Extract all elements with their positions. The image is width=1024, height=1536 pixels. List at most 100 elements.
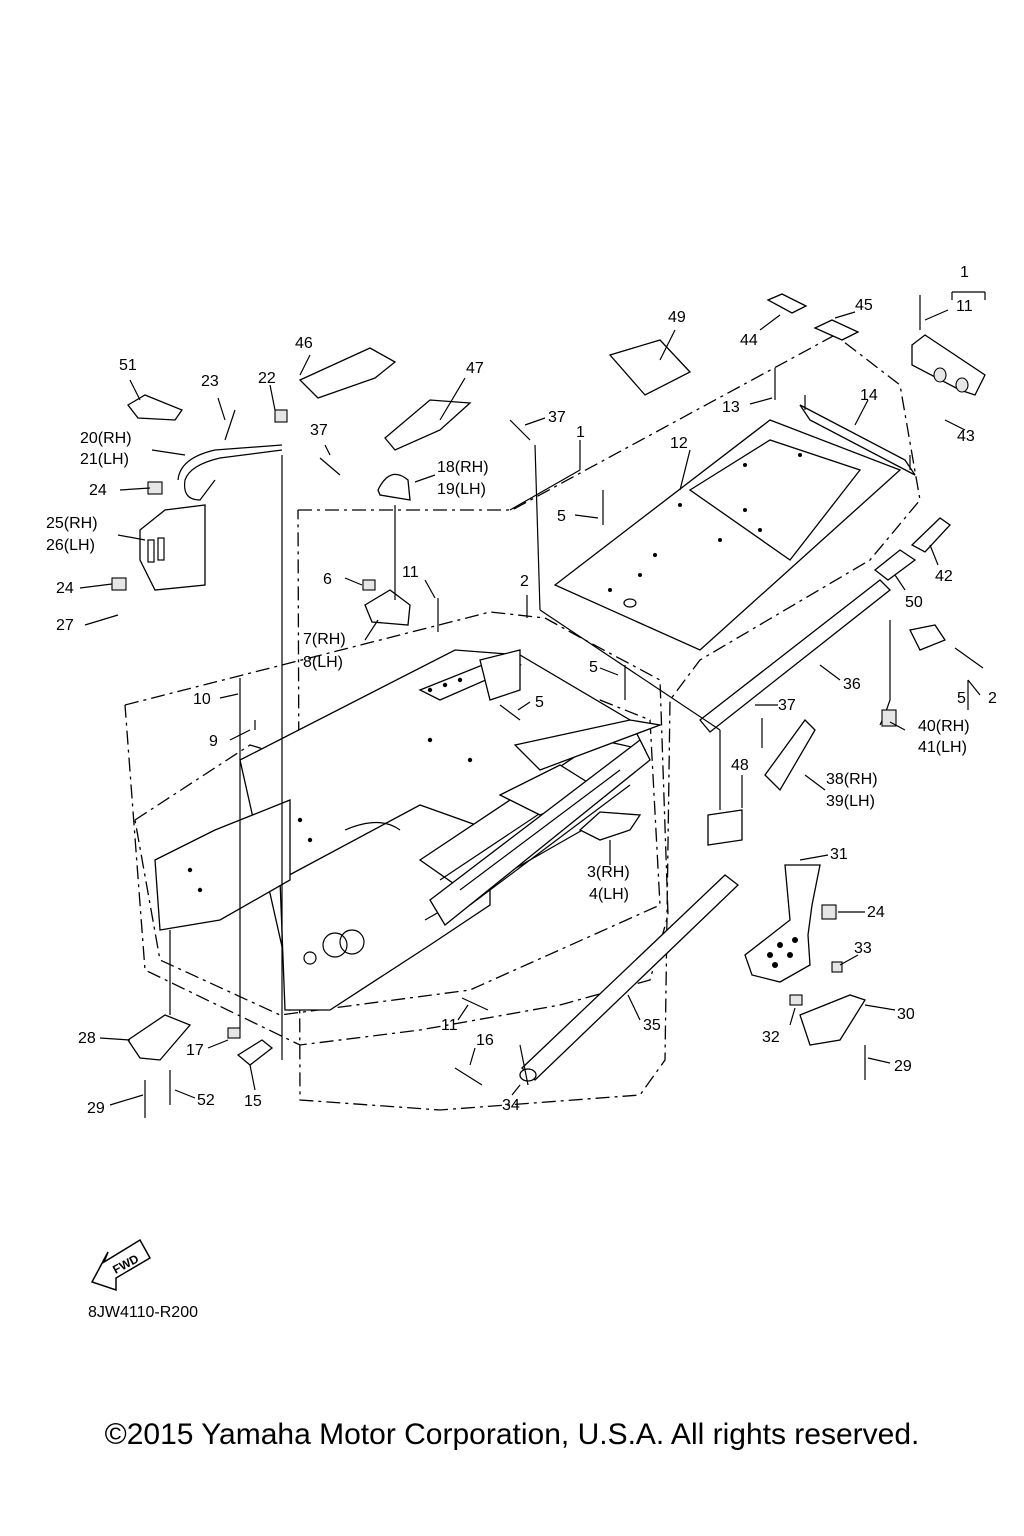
callout: 23 xyxy=(201,373,219,390)
callout: 44 xyxy=(740,332,758,349)
callout-labels: 1 11 45 44 49 43 13 14 12 1 37 47 46 51 … xyxy=(46,264,997,1117)
callout: 16 xyxy=(476,1032,494,1049)
pad-46 xyxy=(298,347,397,399)
callout: 5 xyxy=(557,508,566,525)
cover-51 xyxy=(127,394,184,421)
callout: 37 xyxy=(310,422,328,439)
callout: 5 xyxy=(535,694,544,711)
pad-47 xyxy=(384,399,472,451)
callout: 5 xyxy=(957,690,966,707)
nut-6 xyxy=(362,579,376,591)
callout: 32 xyxy=(762,1029,780,1046)
callout: 39(LH) xyxy=(826,793,875,810)
part-18-19 xyxy=(377,473,411,501)
footrest-31 xyxy=(744,864,821,983)
callout: 1 xyxy=(960,264,969,281)
clip-24-right xyxy=(821,904,837,920)
callout: 48 xyxy=(731,757,749,774)
fwd-arrow-icon: FWD xyxy=(90,1238,152,1292)
callout: 24 xyxy=(867,904,885,921)
leader-lines xyxy=(79,291,986,1106)
screw-33 xyxy=(831,961,843,973)
callout: 14 xyxy=(860,387,878,404)
callout: 37 xyxy=(778,697,796,714)
callout: 6 xyxy=(323,571,332,588)
bracket-38-39 xyxy=(764,719,816,792)
callout: 15 xyxy=(244,1093,262,1110)
clip-24-top xyxy=(147,481,163,495)
callout: 27 xyxy=(56,617,74,634)
callout: 34 xyxy=(502,1097,520,1114)
tunnel-top-plate xyxy=(553,419,902,651)
callout: 29 xyxy=(87,1100,105,1117)
callout: 45 xyxy=(855,297,873,314)
callout: 28 xyxy=(78,1030,96,1047)
callout: 36 xyxy=(843,676,861,693)
callout: 25(RH) xyxy=(46,515,98,532)
screw-32 xyxy=(789,994,803,1006)
callout: 35 xyxy=(643,1017,661,1034)
cup-28 xyxy=(127,1014,192,1061)
callout: 22 xyxy=(258,370,276,387)
callout: 38(RH) xyxy=(826,771,878,788)
callout: 20(RH) xyxy=(80,430,132,447)
rear-bumper xyxy=(911,334,986,396)
callout: 52 xyxy=(197,1092,215,1109)
callout: 26(LH) xyxy=(46,537,95,554)
hook-40-41 xyxy=(879,620,946,727)
callout: 41(LH) xyxy=(918,739,967,756)
callout: 51 xyxy=(119,357,137,374)
callout: 50 xyxy=(905,594,923,611)
callout: 49 xyxy=(668,309,686,326)
decal-45 xyxy=(813,319,860,341)
brace-36 xyxy=(699,579,891,733)
assembly-boundary-1 xyxy=(297,334,921,1111)
callout: 18(RH) xyxy=(437,459,489,476)
callout: 31 xyxy=(830,846,848,863)
main-tunnel-frame xyxy=(154,649,647,1012)
clip-24-mid xyxy=(111,577,127,591)
callout: 17 xyxy=(186,1042,204,1059)
bracket-25-26 xyxy=(139,504,206,591)
bracket-7-8 xyxy=(364,589,411,626)
callout: 13 xyxy=(722,399,740,416)
tube-35 xyxy=(519,874,739,1082)
bolt-23 xyxy=(224,409,236,441)
callout: 2 xyxy=(520,573,529,590)
callout: 37 xyxy=(548,409,566,426)
callout: 12 xyxy=(670,435,688,452)
drawing-code: 8JW4110-R200 xyxy=(88,1304,198,1321)
callout: 40(RH) xyxy=(918,718,970,735)
decal-49 xyxy=(608,339,692,396)
callout: 11 xyxy=(441,1017,458,1034)
callout: 21(LH) xyxy=(80,451,129,468)
callout: 47 xyxy=(466,360,484,377)
callout: 10 xyxy=(193,691,211,708)
callout: 9 xyxy=(209,733,218,750)
plate-42 xyxy=(910,517,951,553)
nut-22 xyxy=(274,409,288,423)
callout: 29 xyxy=(894,1058,912,1075)
screw-17 xyxy=(227,1027,241,1039)
damper-48 xyxy=(707,809,743,846)
rear-crossmember xyxy=(799,395,916,476)
callout: 30 xyxy=(897,1006,915,1023)
callout: 19(LH) xyxy=(437,481,486,498)
rivets xyxy=(144,295,984,1118)
callout: 46 xyxy=(295,335,313,352)
decal-44 xyxy=(766,293,808,314)
callout: 5 xyxy=(589,659,598,676)
running-board-frame xyxy=(429,719,663,926)
callout: 8(LH) xyxy=(303,654,343,671)
callout: 33 xyxy=(854,940,872,957)
copyright-notice: ©2015 Yamaha Motor Corporation, U.S.A. A… xyxy=(104,1418,920,1451)
plate-15 xyxy=(236,1039,274,1066)
callout: 11 xyxy=(956,298,973,315)
callout: 4(LH) xyxy=(589,886,629,903)
callout: 43 xyxy=(957,428,975,445)
cup-30 xyxy=(799,994,866,1046)
plate-50 xyxy=(873,549,917,581)
callout: 7(RH) xyxy=(303,631,346,648)
